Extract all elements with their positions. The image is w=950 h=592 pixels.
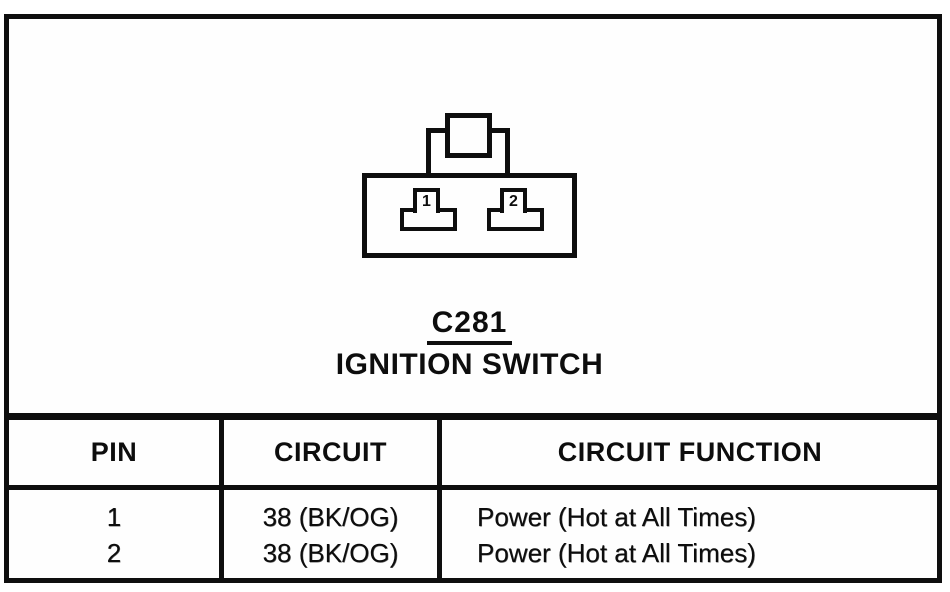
- row-2-circuit-function: Power (Hot at All Times): [477, 538, 756, 568]
- pin-2-slot: 2: [500, 188, 527, 213]
- page-border-frame: [4, 14, 942, 583]
- row-2-circuit: 38 (BK/OG): [262, 538, 399, 568]
- table-column-divider-1: [219, 413, 224, 583]
- column-header-circuit: CIRCUIT: [274, 437, 387, 467]
- table-top-rule: [4, 413, 942, 420]
- column-header-circuit-function: CIRCUIT FUNCTION: [557, 437, 823, 467]
- row-1-circuit: 38 (BK/OG): [262, 502, 399, 532]
- connector-lock-tab-inner: [445, 113, 492, 158]
- connector-name-label: IGNITION SWITCH: [335, 348, 604, 381]
- connector-id-text: C281: [426, 306, 513, 345]
- row-2-pin: 2: [106, 538, 122, 568]
- table-header-rule: [4, 485, 942, 490]
- connector-body-outline: [362, 173, 577, 258]
- column-header-pin: PIN: [90, 437, 138, 467]
- row-1-pin: 1: [106, 502, 122, 532]
- table-column-divider-2: [437, 413, 442, 583]
- pin-1-slot: 1: [413, 188, 440, 213]
- connector-id-label: C281: [362, 306, 577, 345]
- row-1-circuit-function: Power (Hot at All Times): [477, 502, 756, 532]
